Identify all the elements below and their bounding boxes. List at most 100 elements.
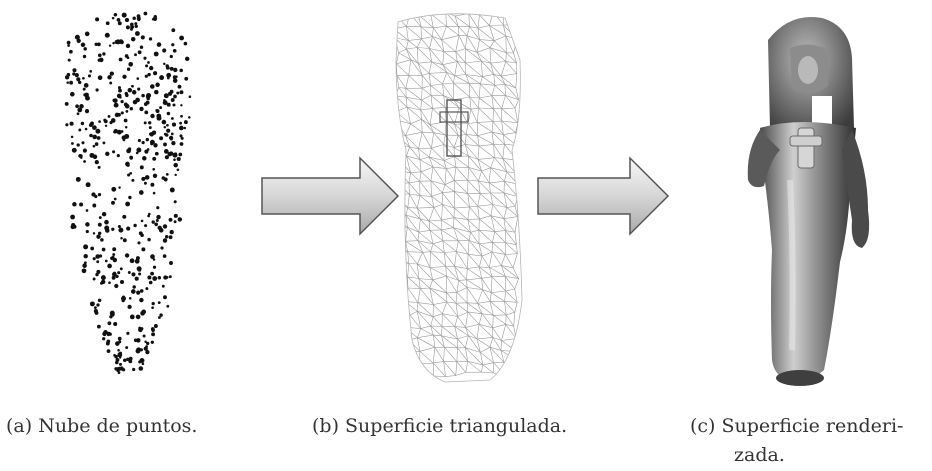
mesh-edge [410,352,420,364]
point-mark [93,145,96,148]
mesh-edge [408,208,417,209]
mesh-edge [459,280,468,287]
mesh-edge [517,361,518,375]
point-mark [141,35,145,39]
point-mark [179,122,182,125]
point-mark [151,327,155,331]
mesh-edge [491,205,493,216]
mesh-edge [470,206,478,207]
point-mark [108,115,111,118]
mesh-edge [465,49,481,61]
mesh-edge [442,327,443,336]
mesh-edge [409,181,420,183]
mesh-edge [455,75,466,76]
mesh-edge [507,206,515,207]
mesh-edge [504,144,516,160]
caption-a: (a) Nube de puntos. [6,415,197,437]
point-mark [119,356,121,358]
point-mark [188,116,191,119]
mesh-edge [419,279,430,289]
mesh-edge [480,77,482,84]
mesh-edge [441,230,458,241]
point-mark [138,50,142,54]
mesh-edge [431,244,434,252]
point-mark [70,215,75,220]
mesh-edge [422,132,433,133]
point-mark [69,81,73,85]
point-mark [107,349,111,353]
mesh-edge [406,302,418,312]
mesh-edge [454,157,468,168]
point-mark [96,270,100,274]
mesh-edge [431,167,433,181]
rendered-statue-figure [748,17,869,386]
point-mark [180,104,182,106]
mesh-edge [481,365,483,372]
point-mark [136,315,141,320]
mesh-edge [457,361,468,362]
mesh-edge [489,181,504,183]
point-mark [111,187,116,192]
mesh-edge [420,157,429,160]
point-mark [163,254,167,258]
point-mark [163,295,167,299]
mesh-edge [489,183,504,193]
mesh-edge [454,157,456,168]
mesh-edge [479,146,494,158]
point-mark [148,121,151,124]
point-mark [174,214,178,218]
point-mark [173,49,177,53]
point-mark [154,222,158,226]
point-mark [131,37,135,41]
point-mark [130,315,135,320]
mesh-edge [516,173,518,184]
point-mark [107,264,112,269]
point-mark [156,206,159,209]
mesh-edge [515,217,518,233]
mesh-edge [409,183,410,194]
point-mark [169,235,173,239]
mesh-edge [422,88,423,100]
point-mark [146,93,151,98]
mesh-edge [493,315,494,328]
mesh-edge [478,205,493,207]
point-mark [163,224,167,228]
mesh-edge [417,196,420,209]
point-mark [144,111,148,115]
mesh-edge [408,39,421,41]
mesh-edge [479,108,494,122]
point-mark [170,67,174,71]
point-mark [102,248,106,252]
mesh-edge [471,108,479,109]
mesh-edge [419,230,430,232]
mesh-edge [478,146,479,159]
mesh-edge [478,206,491,216]
point-mark [122,215,126,219]
mesh-edge [433,305,442,314]
point-mark [111,201,115,205]
point-mark [112,247,116,251]
point-mark [102,52,105,55]
point-mark [83,160,86,163]
mesh-edge [479,144,494,146]
mesh-edge [396,53,398,64]
mesh-edge [433,107,446,108]
mesh-edge [505,276,518,278]
point-mark [166,129,170,133]
point-mark [145,75,148,78]
mesh-edge [503,158,517,160]
point-mark [167,77,170,80]
point-mark [76,177,81,182]
mesh-edge [466,324,480,327]
mesh-edge [479,216,491,219]
point-mark [179,69,183,73]
point-mark [112,150,115,153]
point-mark [155,83,160,88]
point-mark [156,215,160,219]
mesh-edge [494,144,503,158]
point-mark [89,123,93,127]
point-mark [109,44,111,46]
point-mark [154,15,157,18]
mesh-edge [457,62,466,75]
